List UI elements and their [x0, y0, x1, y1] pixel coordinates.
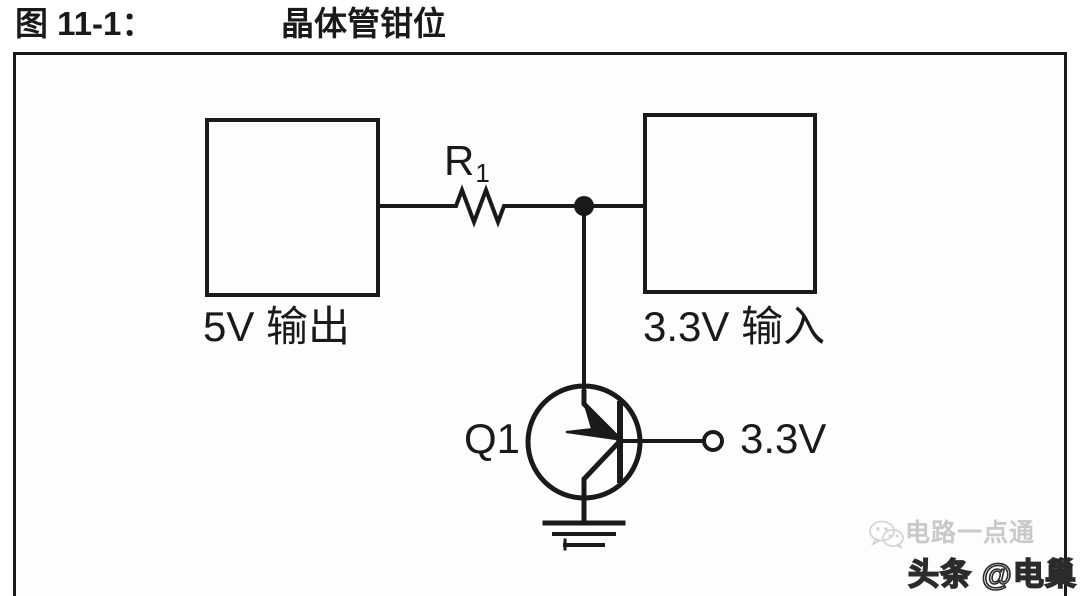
watermark-channel: 电路一点通 [905, 519, 1036, 547]
block-5v-output-label: 5V 输出 [203, 303, 351, 350]
resistor-r1-letter: R [444, 137, 475, 184]
resistor-r1-subscript: 1 [475, 158, 490, 188]
figure-number-label: 图 11-1： [15, 5, 155, 42]
wechat-icon [869, 520, 904, 549]
figure-frame [13, 52, 1067, 596]
block-33v-input-label: 3.3V 输入 [643, 303, 826, 350]
transistor-q1-label: Q1 [464, 415, 521, 462]
page-title: 晶体管钳位 [281, 5, 446, 42]
watermark-platform: 头条 @电巢 [907, 556, 1077, 593]
terminal-vref-label: 3.3V [740, 415, 827, 462]
figure-title-bar: 图 11-1： 晶体管钳位 [0, 0, 1080, 50]
resistor-r1-label: R1 [444, 137, 490, 187]
